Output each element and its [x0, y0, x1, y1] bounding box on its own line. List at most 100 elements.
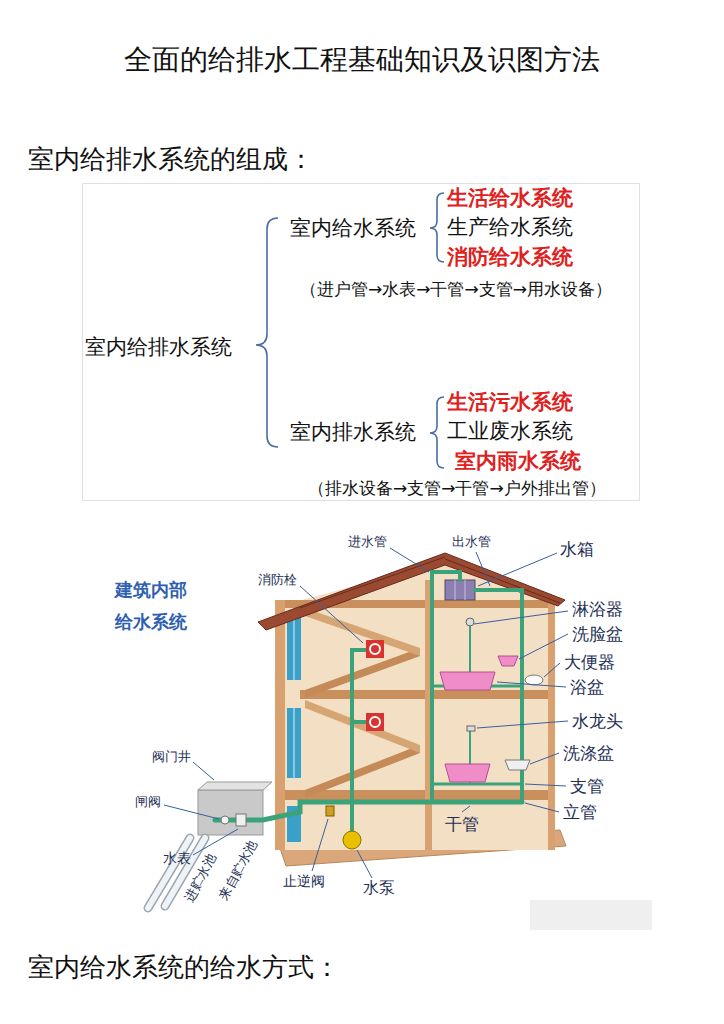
tree-item: 生活给水系统 [447, 186, 573, 211]
curly-bracket [430, 193, 444, 262]
building [294, 614, 295, 680]
fixtures [440, 672, 495, 690]
part-label: 立管 [563, 802, 597, 822]
tree-item: 生活污水系统 [447, 390, 573, 415]
supply-pipe [432, 783, 522, 786]
leader-line [525, 803, 559, 812]
valve-pit [198, 782, 272, 835]
fixtures [221, 816, 229, 824]
flow-note: （排水设备→支管→干管→户外排出管） [308, 478, 606, 498]
leader-line [462, 806, 470, 812]
leader-line [476, 552, 490, 586]
supply-pipe [352, 650, 366, 802]
fixtures [498, 656, 518, 666]
leader-line [525, 784, 566, 786]
fixtures [366, 640, 384, 658]
part-label: 出水管 [452, 534, 491, 550]
part-label: 进水管 [348, 534, 387, 550]
fixtures [445, 764, 490, 782]
leader-line [164, 805, 219, 819]
building [445, 559, 560, 603]
building [305, 745, 420, 798]
fixtures [236, 814, 246, 826]
part-label: 水龙头 [572, 711, 623, 731]
leader-line [193, 762, 214, 780]
building [300, 557, 445, 608]
tree-item: 室内雨水系统 [455, 449, 581, 474]
building [294, 708, 295, 778]
photo-corner [530, 900, 652, 930]
leader-line [357, 850, 372, 878]
photo-corner [530, 900, 652, 930]
section-heading: 室内给排水系统的组成： [28, 144, 314, 175]
building [275, 600, 285, 850]
leader-line [530, 753, 559, 764]
leader-line [164, 548, 568, 878]
water-tank [445, 580, 475, 600]
part-label: 闸阀 [135, 794, 161, 810]
part-label: 阀门井 [152, 749, 191, 765]
part-label: 支管 [570, 776, 604, 796]
section-heading: 室内给水系统的给水方式： [28, 952, 340, 983]
building [283, 790, 555, 800]
part-label: 消防栓 [258, 572, 297, 588]
fixtures [525, 675, 543, 685]
fixtures [343, 831, 361, 849]
leader-line [193, 829, 238, 855]
curly-bracket [430, 397, 444, 468]
fixtures [366, 713, 384, 731]
figure-title: 建筑内部 给水系统 [115, 574, 198, 639]
part-label: 淋浴器 [572, 599, 623, 619]
leader-line [497, 682, 566, 687]
tree-item: 消防给水系统 [447, 245, 573, 270]
valve-pit [198, 790, 263, 835]
tree-frame [83, 184, 640, 501]
leader-line [478, 553, 557, 586]
flow-note: （进户管→水表→干管→支管→用水设备） [300, 279, 612, 299]
water-tank [445, 580, 475, 600]
part-label: 水箱 [560, 539, 594, 559]
tree-item: 工业废水系统 [447, 419, 573, 444]
curly-bracket [256, 218, 278, 447]
fixtures [505, 760, 530, 770]
curly-bracket [256, 193, 444, 468]
fixtures [221, 618, 543, 849]
building [305, 700, 420, 753]
tree-item: 室内给水系统 [290, 216, 416, 241]
supply-pipe [148, 572, 522, 908]
building [287, 708, 301, 778]
fixtures [326, 806, 334, 816]
leader-line [474, 611, 568, 624]
supply-pipe [352, 720, 366, 724]
leader-line [477, 721, 568, 728]
water-tank [465, 580, 466, 600]
fixtures [370, 717, 380, 727]
part-label: 洗涤盆 [563, 743, 614, 763]
water-tank [455, 580, 456, 600]
leader-line [544, 663, 560, 677]
part-label: 水表 [163, 850, 191, 867]
part-label: 洗脸盆 [572, 624, 623, 644]
tree-item: 室内给排水系统 [85, 335, 232, 360]
part-label: 大便器 [564, 652, 615, 672]
building [305, 648, 420, 698]
part-label: 干管 [445, 814, 479, 834]
leader-line [390, 548, 429, 572]
fixtures [467, 726, 475, 731]
part-label: 浴盆 [570, 677, 604, 697]
tree-item: 生产给水系统 [447, 215, 573, 240]
tree-item: 室内排水系统 [290, 420, 416, 445]
leader-line [300, 586, 363, 643]
fixtures [370, 644, 380, 654]
building [287, 614, 301, 680]
building [258, 553, 566, 866]
tree-frame [83, 184, 640, 501]
building [548, 600, 555, 850]
page-title: 全面的给排水工程基础知识及识图方法 [0, 43, 724, 77]
part-label: 水泵 [363, 878, 395, 897]
supply-pipe [350, 802, 354, 832]
fixtures [466, 618, 474, 626]
part-label: 止逆阀 [283, 873, 325, 890]
part-label: 来自贮水池 [216, 838, 260, 903]
